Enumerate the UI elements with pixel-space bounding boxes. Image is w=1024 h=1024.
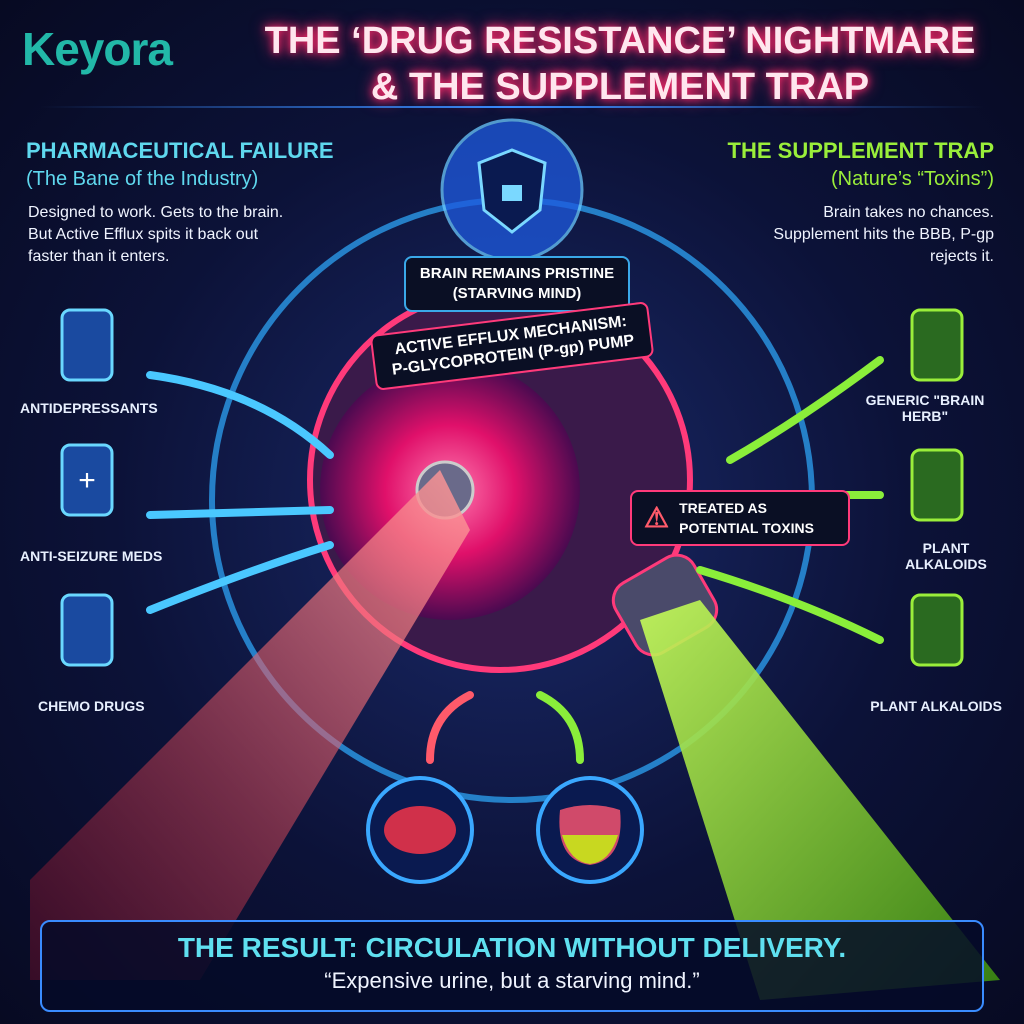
warning-icon: ⚠ <box>644 502 670 533</box>
supplement-label: PLANT ALKALOIDS <box>870 698 1002 714</box>
left-bottles: + <box>60 308 114 667</box>
medical-cross-bottle-icon <box>60 443 114 517</box>
title-line-2: & THE SUPPLEMENT TRAP <box>370 66 870 108</box>
supplement-label: PLANT ALKALOIDS <box>905 540 987 572</box>
brain-status-line: BRAIN REMAINS PRISTINE <box>419 265 615 282</box>
arrow-to-bladder <box>536 691 584 764</box>
right-heading: THE SUPPLEMENT TRAP <box>727 138 994 163</box>
arrow-in-2 <box>146 506 334 519</box>
toxin-line: TREATED AS <box>679 500 767 516</box>
pill-bottle-icon <box>60 593 114 667</box>
toxin-line: POTENTIAL TOXINS <box>679 520 814 536</box>
green-efflux-stream <box>640 600 1000 1000</box>
page-title: THE ‘DRUG RESISTANCE’ NIGHTMARE & THE SU… <box>240 18 1000 110</box>
title-line-1: THE ‘DRUG RESISTANCE’ NIGHTMARE <box>264 20 976 62</box>
drug-label: ANTI-SEIZURE MEDS <box>20 548 163 564</box>
supplement-label: GENERIC "BRAIN HERB" <box>865 392 985 424</box>
result-quote: “Expensive urine, but a starving mind.” <box>324 968 700 993</box>
arrow-in-6 <box>696 566 884 644</box>
brain-status-box: BRAIN REMAINS PRISTINE (STARVING MIND) <box>404 256 630 312</box>
left-heading: PHARMACEUTICAL FAILURE <box>26 138 334 163</box>
leaf-bottle-icon <box>910 593 964 667</box>
arrow-in-1 <box>146 371 334 459</box>
leaf-bottle-icon <box>910 448 964 522</box>
result-title: THE RESULT: CIRCULATION WITHOUT DELIVERY… <box>177 932 847 963</box>
arrow-in-4 <box>726 356 884 464</box>
arrow-to-liver <box>426 691 474 764</box>
drug-label: ANTIDEPRESSANTS <box>20 400 158 416</box>
drug-label: CHEMO DRUGS <box>38 698 145 714</box>
result-banner: THE RESULT: CIRCULATION WITHOUT DELIVERY… <box>40 920 984 1012</box>
pill-bottle-icon <box>60 308 114 382</box>
left-body: Designed to work. Gets to the brain. But… <box>28 204 284 265</box>
left-subheading: (The Bane of the Industry) <box>26 168 259 190</box>
leaf-bottle-icon <box>910 308 964 382</box>
brand-logo: Keyora <box>22 23 173 75</box>
red-efflux-stream <box>30 470 470 980</box>
svg-text:+: + <box>78 464 96 497</box>
toxin-warning-box: ⚠ TREATED AS POTENTIAL TOXINS <box>630 490 850 546</box>
right-subheading: (Nature’s “Toxins”) <box>831 168 994 190</box>
brain-status-line: (STARVING MIND) <box>452 285 582 302</box>
arrow-in-3 <box>146 541 334 614</box>
right-bottles <box>910 308 964 667</box>
right-body: Brain takes no chances. Supplement hits … <box>773 204 994 265</box>
divider <box>40 106 984 108</box>
